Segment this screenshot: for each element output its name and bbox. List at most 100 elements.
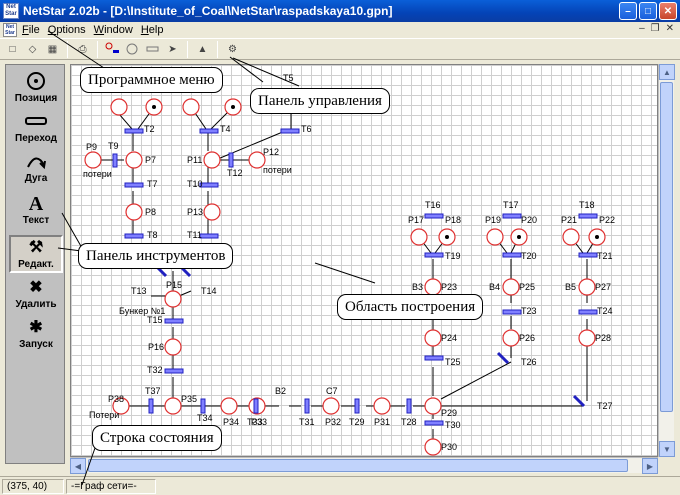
minimize-button[interactable]: – xyxy=(619,2,637,20)
place-label: P9 xyxy=(86,142,97,152)
callout-status-line: Строка состояния xyxy=(92,425,222,451)
annotation-label: потери xyxy=(83,169,112,179)
settings-icon[interactable]: ⚙ xyxy=(228,43,237,55)
transition-label: T16 xyxy=(425,200,441,210)
place-label: P18 xyxy=(445,215,461,225)
scroll-up-icon[interactable]: ▲ xyxy=(659,64,675,80)
menu-options[interactable]: Options xyxy=(47,24,86,36)
callout-control-panel: Панель управления xyxy=(250,88,390,114)
annotation-label: B5 xyxy=(565,282,576,292)
save-icon[interactable]: ▦ xyxy=(47,43,58,55)
transition-label: T24 xyxy=(597,306,613,316)
transition-label: T34 xyxy=(197,413,213,423)
net-graph-icon[interactable] xyxy=(104,41,121,58)
transition-bar xyxy=(502,213,522,219)
menu-help[interactable]: Help xyxy=(140,24,164,36)
transition-bar xyxy=(228,152,234,168)
place-label: P28 xyxy=(595,333,611,343)
tool-run[interactable]: ✱ Запуск xyxy=(9,317,63,355)
tool-edit[interactable]: ⚒ Редакт. xyxy=(9,235,63,273)
place-label: P34 xyxy=(223,417,239,427)
callout-build-area: Область построения xyxy=(337,294,484,320)
doc-minimize-icon[interactable]: – xyxy=(639,23,645,34)
tool-transition[interactable]: Переход xyxy=(9,111,63,149)
new-file-icon[interactable]: □ xyxy=(9,43,16,55)
horizontal-scroll-thumb[interactable] xyxy=(88,459,628,472)
place-circle xyxy=(562,228,580,246)
transition-label: T20 xyxy=(521,251,537,261)
delete-icon: ✖ xyxy=(29,279,43,296)
transition-bar xyxy=(124,128,144,134)
place-circle xyxy=(502,329,520,347)
place-circle xyxy=(164,397,182,415)
transition-label: T23 xyxy=(521,306,537,316)
transition-bar xyxy=(304,398,310,414)
place-circle xyxy=(578,329,596,347)
circle-icon xyxy=(9,71,63,93)
transition-bar xyxy=(496,351,510,365)
transition-icon[interactable] xyxy=(144,41,161,58)
transition-label: T19 xyxy=(445,251,461,261)
close-button[interactable]: ✕ xyxy=(659,2,677,20)
place-label: P31 xyxy=(374,417,390,427)
tool-delete[interactable]: ✖ Удалить xyxy=(9,277,63,315)
transition-bar xyxy=(164,368,184,374)
scroll-left-icon[interactable]: ◀ xyxy=(70,458,86,474)
transition-bar xyxy=(424,355,444,361)
run-icon: ✱ xyxy=(29,319,43,336)
tool-place[interactable]: Позиция xyxy=(9,71,63,109)
transition-label: T30 xyxy=(445,420,461,430)
transition-label: T29 xyxy=(349,417,365,427)
tool-text[interactable]: A Текст xyxy=(9,193,63,231)
transition-label: T17 xyxy=(503,200,519,210)
doc-restore-icon[interactable]: ❐ xyxy=(650,23,660,34)
maximize-button[interactable]: □ xyxy=(639,2,657,20)
place-label: P25 xyxy=(519,282,535,292)
place-icon[interactable] xyxy=(124,41,141,58)
place-circle xyxy=(164,290,182,308)
scroll-down-icon[interactable]: ▼ xyxy=(659,441,675,457)
scroll-right-icon[interactable]: ▶ xyxy=(642,458,658,474)
tool-label: Редакт. xyxy=(18,259,54,270)
transition-bar xyxy=(578,213,598,219)
control-panel-toolbar: □ ◇ ▦ ⎙ ➤ ▲ ⚙ xyxy=(0,38,680,60)
menu-window[interactable]: Window xyxy=(93,24,133,36)
callout-tools-panel: Панель инструментов xyxy=(78,243,234,269)
doc-close-icon[interactable]: ✕ xyxy=(665,23,674,34)
vertical-scrollbar[interactable]: ▲ ▼ xyxy=(658,64,675,457)
annotation-label: B2 xyxy=(275,386,286,396)
tool-label: Удалить xyxy=(15,299,57,310)
title-bar: Net Star NetStar 2.02b - [D:\Institute_o… xyxy=(0,0,680,22)
place-label: P21 xyxy=(561,215,577,225)
pointer-icon[interactable]: ➤ xyxy=(168,43,177,55)
transition-label: T37 xyxy=(145,386,161,396)
tools-panel: Позиция Переход Дуга A Текст ⚒ Редакт. ✖… xyxy=(5,64,65,464)
menu-bar: Net Star File Options Window Help – ❐ ✕ xyxy=(0,22,680,38)
place-circle xyxy=(164,338,182,356)
place-circle xyxy=(410,228,428,246)
place-token xyxy=(517,235,521,239)
arc-line xyxy=(212,130,286,162)
place-label: P19 xyxy=(485,215,501,225)
transition-bar xyxy=(502,309,522,315)
toolbar-divider xyxy=(217,40,218,58)
window-title: NetStar 2.02b - [D:\Institute_of_Coal\Ne… xyxy=(23,4,393,18)
open-icon[interactable]: ◇ xyxy=(28,43,37,55)
place-label: P8 xyxy=(145,207,156,217)
app-icon[interactable]: Net Star xyxy=(3,3,19,19)
model-icon[interactable]: ▲ xyxy=(197,43,208,55)
transition-bar xyxy=(578,309,598,315)
transition-label: T28 xyxy=(401,417,417,427)
horizontal-scrollbar[interactable]: ◀ ▶ xyxy=(70,457,658,474)
menu-file[interactable]: File xyxy=(22,24,40,36)
tool-label: Запуск xyxy=(19,339,53,350)
vertical-scroll-thumb[interactable] xyxy=(660,82,673,412)
place-circle xyxy=(502,278,520,296)
transition-bar xyxy=(199,128,219,134)
tool-label: Позиция xyxy=(14,93,58,104)
transition-bar xyxy=(424,420,444,426)
print-icon[interactable]: ⎙ xyxy=(78,43,87,55)
document-icon[interactable]: Net Star xyxy=(3,23,17,37)
tool-arc[interactable]: Дуга xyxy=(9,151,63,189)
